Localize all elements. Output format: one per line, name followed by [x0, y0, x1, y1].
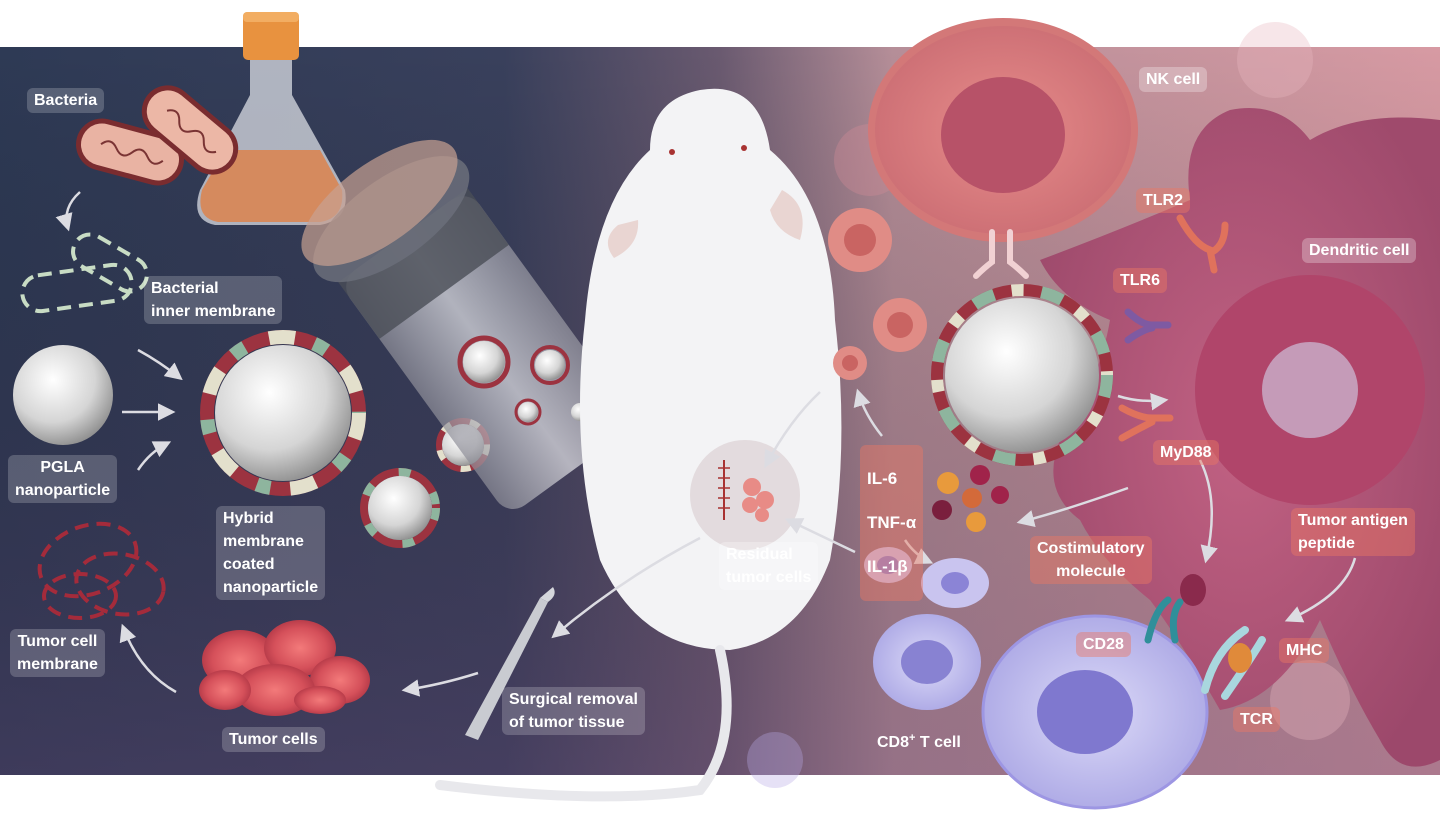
- dendritic-cell: [1040, 108, 1440, 767]
- hybrid-nanoparticle-center: [931, 284, 1113, 466]
- pgla-nanoparticle: [13, 345, 113, 445]
- nk-cell-label: NK cell: [1139, 67, 1208, 92]
- tumor-cell-cluster: [199, 620, 370, 716]
- mouse: [435, 88, 842, 802]
- surgical-removal-label: Surgical removal of tumor tissue: [502, 687, 645, 735]
- cytokine-particles: [932, 465, 1009, 532]
- scalpel: [465, 587, 555, 740]
- tlr6-receptor: [1124, 308, 1172, 344]
- small-immune-cells: [828, 208, 927, 380]
- myd88-label: MyD88: [1153, 440, 1219, 465]
- tlr2-label: TLR2: [1136, 188, 1190, 213]
- tlr-receptor-pair: [1118, 404, 1174, 442]
- culture-flask: [197, 12, 346, 225]
- cd28-label: CD28: [1076, 632, 1131, 657]
- costimulatory-ligand: [1180, 574, 1206, 606]
- cytokine-il6: IL-6: [867, 469, 898, 488]
- pgla-nanoparticle-label: PGLA nanoparticle: [8, 455, 118, 503]
- cd28-complex: [1144, 596, 1184, 644]
- extrusion-tube: [301, 139, 631, 509]
- bacterial-membrane-shells: [20, 232, 149, 314]
- nk-receptor: [973, 229, 1029, 279]
- residual-tumor-cells-label: Residual tumor cells: [719, 542, 819, 590]
- mhc-tcr-complex: [1201, 626, 1266, 700]
- hybrid-membrane-nanoparticle-label: Hybrid membrane coated nanoparticle: [216, 506, 326, 600]
- bacterial-inner-membrane-label: Bacterial inner membrane: [144, 276, 283, 324]
- cytokines-label: IL-6 TNF-α IL-1β: [860, 445, 924, 601]
- hybrid-nanoparticle-large: [200, 330, 366, 496]
- tumor-cells-label: Tumor cells: [222, 727, 325, 752]
- bacteria-label: Bacteria: [27, 88, 105, 113]
- tlr2-receptor: [1176, 214, 1229, 274]
- bacteria-cells: [75, 85, 239, 186]
- tcr-label: TCR: [1233, 707, 1280, 732]
- cytokine-tnf-alpha: TNF-α: [867, 513, 917, 532]
- dendritic-cell-label: Dendritic cell: [1302, 238, 1417, 263]
- cd8-t-cell-label: CD8+ T cell: [877, 732, 961, 751]
- costimulatory-molecule-label: Costimulatory molecule: [1030, 536, 1152, 584]
- tlr6-label: TLR6: [1113, 268, 1167, 293]
- hybrid-nanoparticle-small-1: [360, 468, 440, 548]
- tumor-antigen-peptide-label: Tumor antigen peptide: [1291, 508, 1415, 556]
- process-arrows: [55, 191, 1357, 697]
- mhc-label: MHC: [1279, 638, 1330, 663]
- cytokine-il1-beta: IL-1β: [867, 557, 908, 576]
- tumor-membrane-fragments: [37, 521, 166, 620]
- small-t-cells: [864, 547, 989, 608]
- nk-cell: [868, 18, 1138, 242]
- tumor-cell-membrane-label: Tumor cell membrane: [10, 629, 105, 677]
- cd8-t-cell-medium: [873, 614, 981, 710]
- cd8-t-cell-large: [981, 614, 1209, 810]
